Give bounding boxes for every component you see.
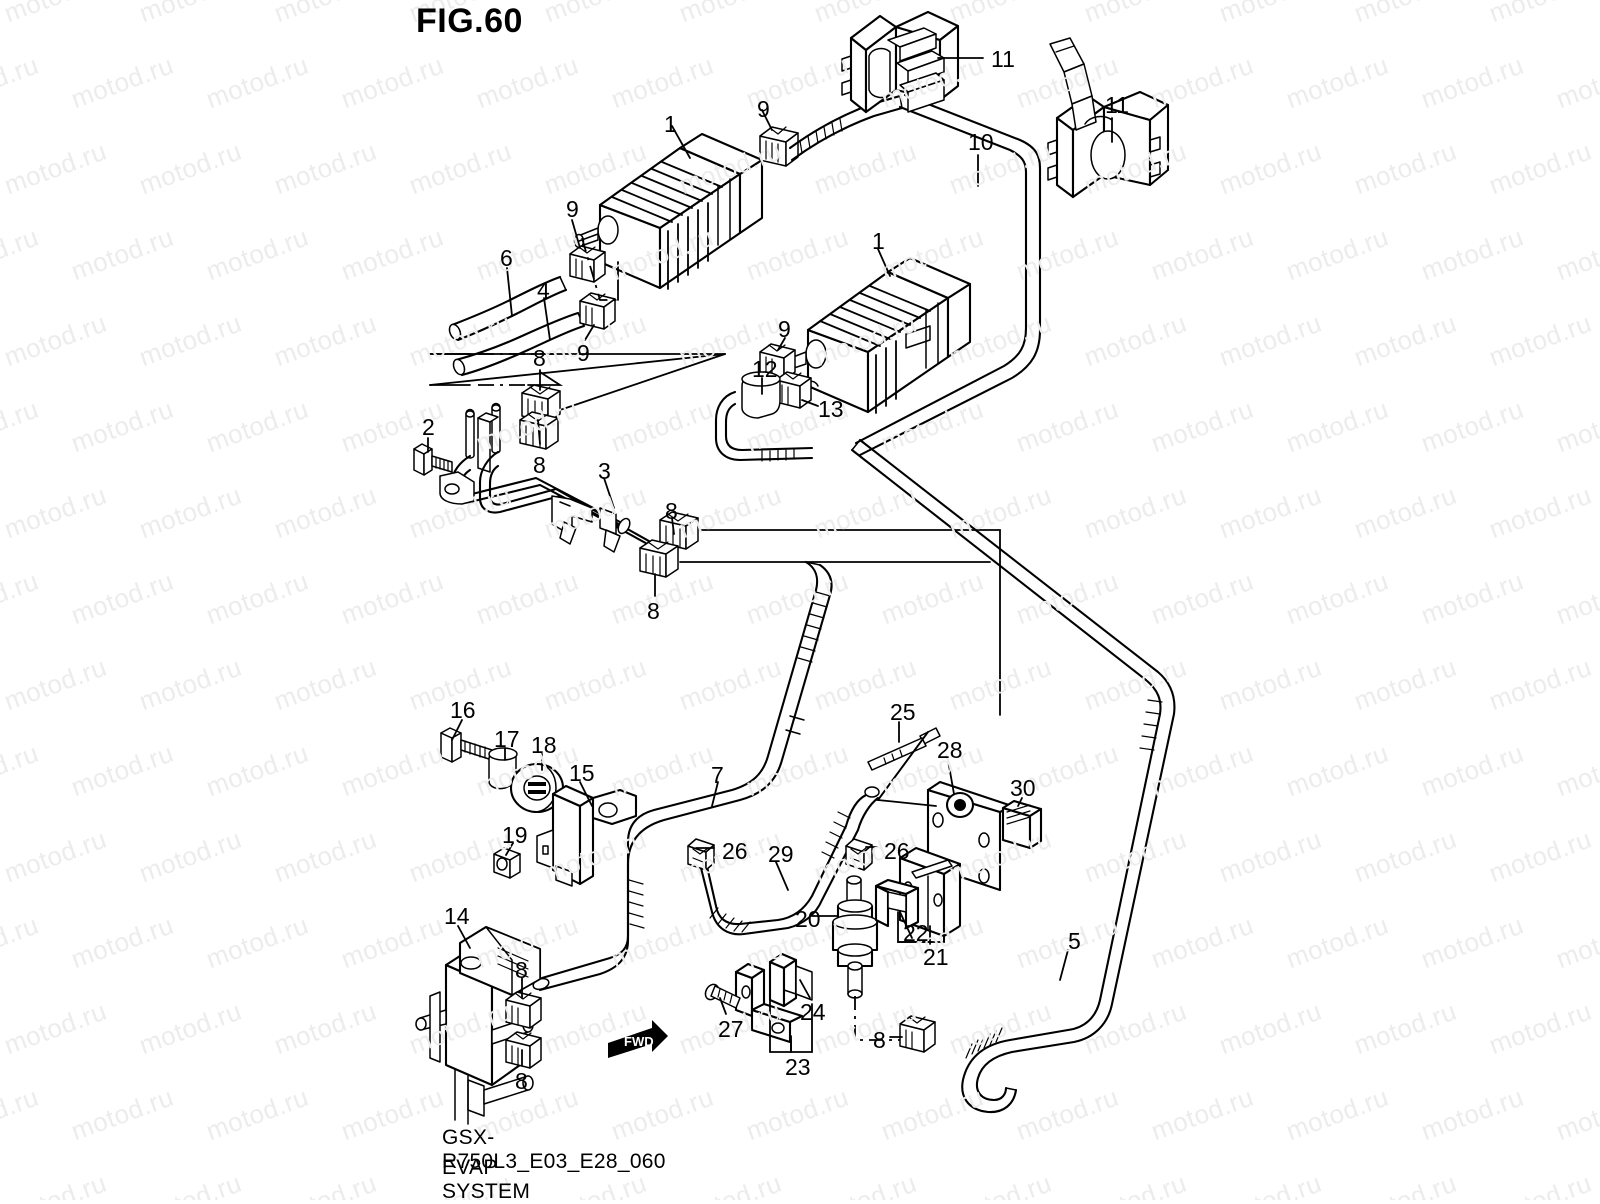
- callout-9a: 9: [757, 96, 770, 122]
- callout-1: 1: [664, 111, 677, 137]
- callout-8g: 8: [873, 1027, 886, 1053]
- page-title: FIG.60: [416, 2, 523, 40]
- callout-9b: 9: [566, 196, 579, 222]
- hose-4-art: [452, 311, 586, 377]
- callout-18: 18: [531, 732, 557, 758]
- callout-30: 30: [1010, 775, 1036, 801]
- grommet-28-art: [945, 791, 975, 819]
- clip8-leaders: [679, 529, 1001, 716]
- callout-2: 2: [422, 414, 435, 440]
- bolt-2-art: [413, 443, 453, 476]
- hose-10-art: [788, 93, 1042, 457]
- callout-26a: 26: [722, 838, 748, 864]
- callout-10: 10: [968, 129, 994, 155]
- callout-leaders: [427, 57, 1113, 1067]
- callout-23: 23: [785, 1054, 811, 1080]
- clamp-24-art: [768, 952, 813, 1008]
- bracket-15-art: [536, 784, 638, 887]
- callout-9d: 9: [778, 316, 791, 342]
- fwd-arrow-marker: FWD: [608, 1020, 668, 1058]
- clip-8-f: [505, 991, 542, 1029]
- callout-8a: 8: [533, 345, 546, 371]
- callout-26b: 26: [884, 838, 910, 864]
- callout-25: 25: [890, 699, 916, 725]
- svg-text:FWD: FWD: [624, 1034, 654, 1049]
- caption-code: GSX-R750L3_E03_E28_060: [442, 1126, 666, 1173]
- callout-3: 3: [598, 458, 611, 484]
- clip-8-g: [505, 1031, 542, 1069]
- pipe-assembly-3-art: [439, 402, 666, 558]
- clamp-block-11-right: [1047, 37, 1170, 199]
- canister-nipple-dash-leader: [581, 237, 619, 301]
- clamp-block-11-left: [841, 10, 960, 114]
- screw-25-art: [867, 727, 941, 807]
- callout-8c: 8: [665, 498, 678, 524]
- callout-19: 19: [502, 822, 528, 848]
- callout-14: 14: [444, 903, 470, 929]
- purge-valve-14-art: [415, 925, 542, 1125]
- callout-20: 20: [795, 906, 821, 932]
- callout-16: 16: [450, 697, 476, 723]
- valve-20-art: [831, 875, 879, 999]
- bolt-16-art: [440, 727, 493, 763]
- shoe-22-art: [874, 878, 920, 930]
- callout-9c: 9: [577, 340, 590, 366]
- callout-8d: 8: [647, 598, 660, 624]
- hose-connection-leaders: [429, 353, 726, 411]
- clip-8-d: [639, 539, 679, 578]
- pipe-12-art: [741, 371, 781, 419]
- canister-lower-art: [783, 256, 972, 414]
- canister-upper-art: [573, 132, 764, 290]
- callout-24: 24: [800, 999, 826, 1025]
- clip-8-c: [659, 511, 699, 550]
- clip-26-left: [687, 838, 715, 871]
- bracket-21-art: [898, 780, 1014, 938]
- callout-6: 6: [500, 245, 513, 271]
- bracket-23-art: [734, 962, 804, 1044]
- callout-5: 5: [1068, 928, 1081, 954]
- clip-26-right: [845, 838, 873, 871]
- callout-1b: 1: [872, 228, 885, 254]
- callout-27: 27: [718, 1016, 744, 1042]
- callout-11b: 11: [1105, 92, 1129, 118]
- callout-17: 17: [494, 726, 520, 752]
- callout-21: 21: [923, 944, 949, 970]
- screw-27-art: [704, 983, 741, 1009]
- callout-29: 29: [768, 841, 794, 867]
- clip-8-e: [899, 1015, 936, 1053]
- connector-30-art: [1001, 799, 1043, 850]
- callout-22: 22: [903, 920, 929, 946]
- callout-8b: 8: [533, 452, 546, 478]
- callout-8e: 8: [515, 957, 528, 983]
- hose-5-art: [850, 438, 1176, 1114]
- callout-7: 7: [711, 762, 724, 788]
- callout-11a: 11: [991, 46, 1015, 72]
- callout-4: 4: [537, 277, 550, 303]
- callout-15: 15: [569, 760, 595, 786]
- hose-7-art: [532, 560, 833, 992]
- hose-lower-canister: [714, 390, 814, 462]
- grommet-18-art: [509, 762, 565, 814]
- callout-28: 28: [937, 737, 963, 763]
- callout-13: 13: [818, 396, 844, 422]
- caption-name: EVAP SYSTEM: [442, 1156, 531, 1203]
- callout-12: 12: [752, 356, 778, 382]
- bracket-group-leaders: [769, 875, 945, 1053]
- spacer-17-art: [488, 747, 518, 790]
- clamp-9-c: [579, 292, 616, 330]
- clamp-9-d: [569, 245, 606, 283]
- callout-8f: 8: [515, 1068, 528, 1094]
- clamp-13-art: [775, 371, 812, 409]
